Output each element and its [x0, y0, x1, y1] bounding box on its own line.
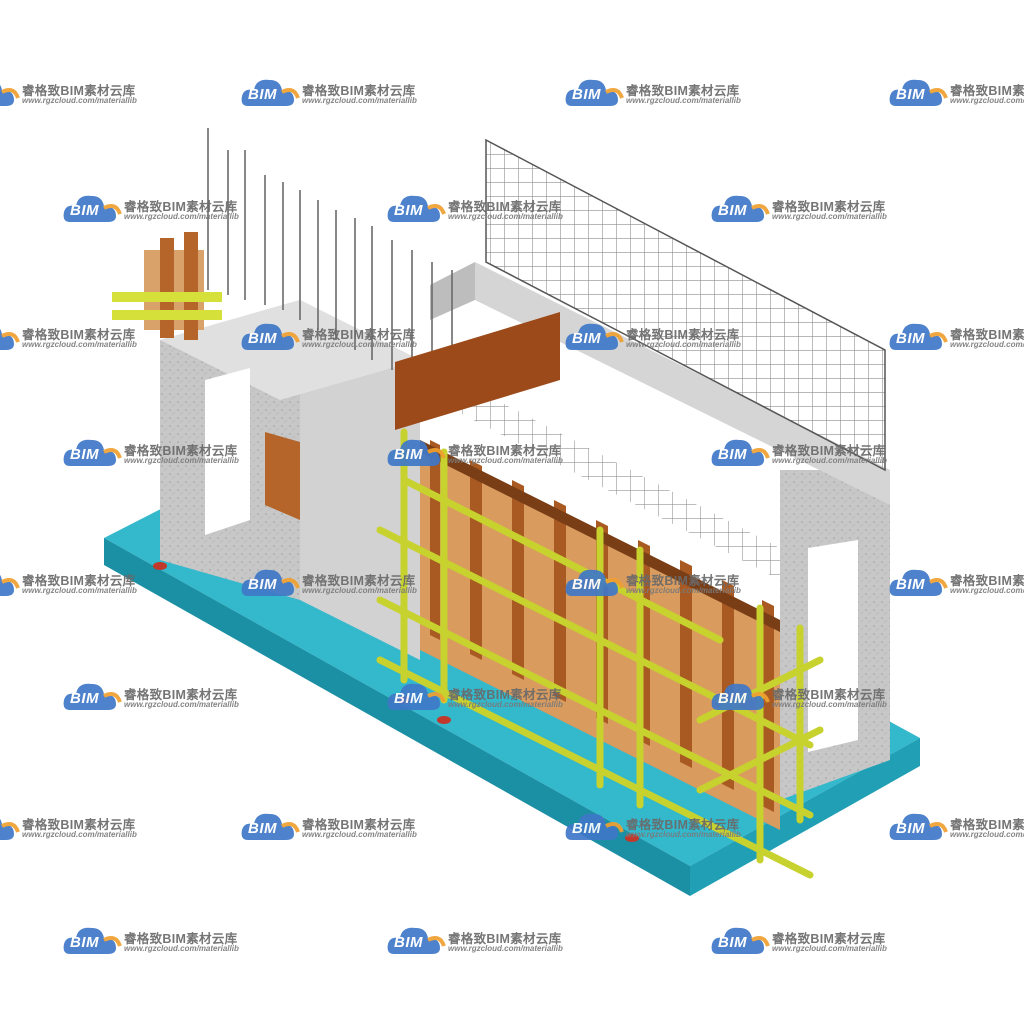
- rebar-mesh-top: [420, 138, 886, 580]
- interior-formwork: [395, 312, 560, 430]
- vertical-rebars: [207, 128, 453, 400]
- right-concrete-wall: [780, 470, 890, 800]
- left-concrete-wall: [160, 300, 420, 660]
- corner-column-formwork: [112, 232, 222, 340]
